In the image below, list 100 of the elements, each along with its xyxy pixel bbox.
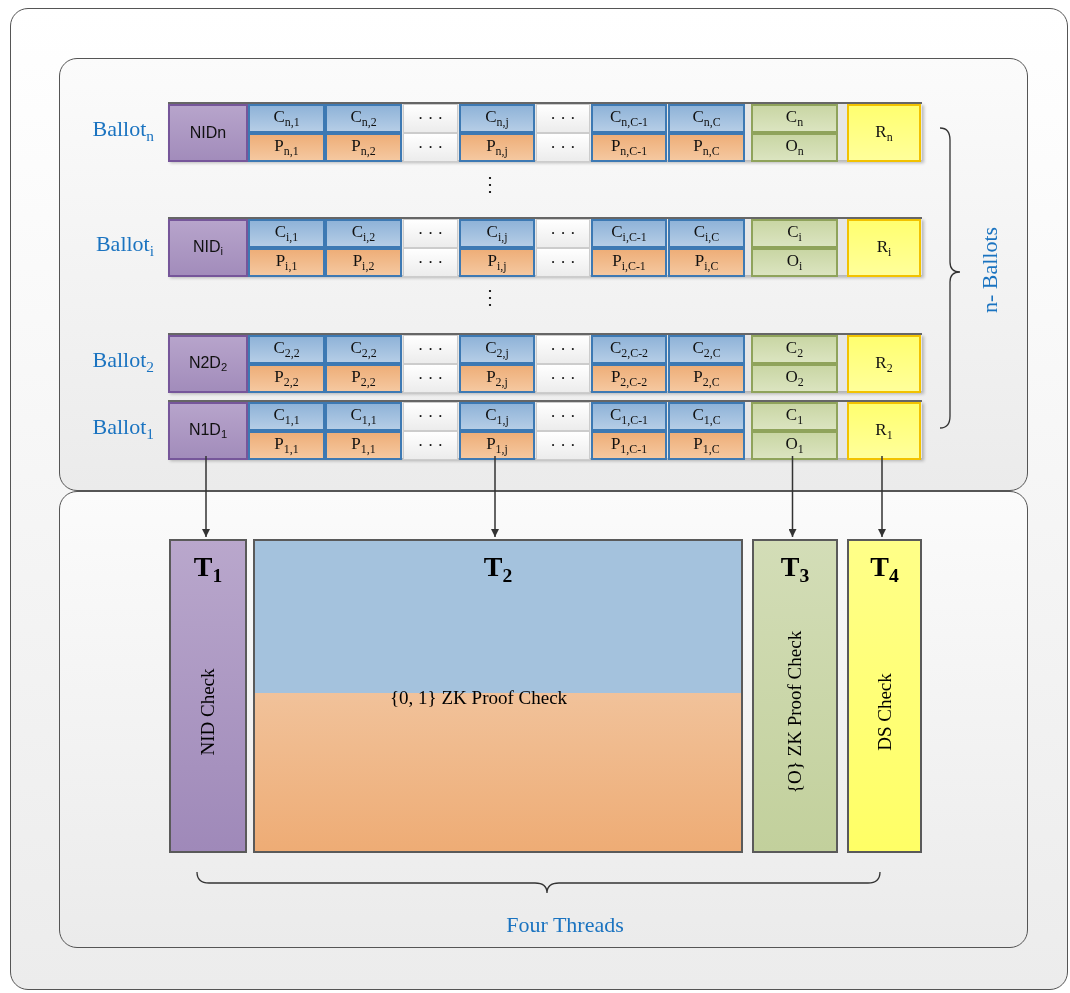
cell-label: P$_{1,C-1}$ <box>610 435 648 456</box>
ellipsis-cell <box>536 335 590 364</box>
ellipsis-cell <box>403 402 458 431</box>
proof-cell <box>591 248 667 277</box>
sum-cell <box>751 364 838 393</box>
proof-cell <box>248 431 325 460</box>
proof-cell <box>459 133 535 162</box>
proof-cell <box>591 133 667 162</box>
cell-label: · · · <box>417 110 444 127</box>
proof-cell <box>248 133 325 162</box>
proof-cell <box>325 248 402 277</box>
cell-label: C$_{n,2}$ <box>350 108 377 129</box>
cell-label: P$_{2,j}$ <box>486 368 508 389</box>
proof-cell <box>459 364 535 393</box>
cell-label: P$_{2,C}$ <box>693 368 720 389</box>
ellipsis-cell <box>536 402 590 431</box>
ballot-label: Ballot$_{1}$ <box>92 414 154 443</box>
panel-background <box>59 58 1028 491</box>
proof-cell <box>591 431 667 460</box>
thread-heading: T$_{3}$ <box>780 551 810 587</box>
signature-cell <box>847 219 921 277</box>
cell-label: C$_{n,C}$ <box>692 108 721 129</box>
cell-label: P$_{i,1}$ <box>275 252 298 273</box>
cell-label: C$_{1,j}$ <box>485 406 509 427</box>
cell-label: C$_{2,2}$ <box>350 339 377 360</box>
proof-cell <box>668 133 745 162</box>
ciphertext-cell <box>248 219 325 248</box>
proof-cell <box>668 364 745 393</box>
cell-label: · · · <box>417 254 444 271</box>
ellipsis-cell <box>403 431 458 460</box>
cell-label: C$_{1,1}$ <box>350 406 377 427</box>
cell-label: · · · <box>417 370 444 387</box>
group-label: Four Threads <box>506 912 624 938</box>
cell-label: P$_{i,2}$ <box>352 252 375 273</box>
cell-label: · · · <box>550 225 576 242</box>
ellipsis-cell <box>403 248 458 277</box>
cell-label: C$_{i,C}$ <box>693 223 720 244</box>
cell-label: · · · <box>550 110 576 127</box>
ciphertext-cell <box>459 104 535 133</box>
cell-label: · · · <box>550 139 576 156</box>
cell-label: · · · <box>417 408 444 425</box>
thread-description: NID Check <box>197 667 219 756</box>
signature-cell <box>847 335 921 393</box>
arrow <box>788 455 797 538</box>
cell-label: · · · <box>550 408 576 425</box>
ciphertext-cell <box>459 335 535 364</box>
ellipsis-cell <box>403 364 458 393</box>
cell-label: C$_{2,C-2}$ <box>609 339 649 360</box>
proof-cell <box>248 364 325 393</box>
thread-heading: T$_{4}$ <box>870 551 899 587</box>
cell-label: P$_{2,2}$ <box>274 368 299 389</box>
thread-description: {0, 1} ZK Proof Check <box>390 687 568 709</box>
cell-label: · · · <box>550 370 576 387</box>
cell-label: C$_{2,C}$ <box>692 339 721 360</box>
cell-label: · · · <box>550 437 576 454</box>
cell-label: P$_{n,2}$ <box>351 137 376 158</box>
ciphertext-cell <box>591 402 667 431</box>
cell-label: C$_{n}$ <box>785 108 804 129</box>
ellipsis-cell <box>403 219 458 248</box>
ciphertext-cell <box>591 104 667 133</box>
cell-label: R$_{n}$ <box>875 122 893 144</box>
thread-box <box>847 539 922 853</box>
proof-cell <box>591 364 667 393</box>
cell-label: R$_{1}$ <box>875 420 893 442</box>
cell-label: N1D$_{1}$ <box>188 421 228 441</box>
cell-label: P$_{1,1}$ <box>274 435 299 456</box>
proof-cell <box>325 364 402 393</box>
ellipsis-cell <box>403 104 458 133</box>
ballot-label: Ballot$_{n}$ <box>92 116 154 145</box>
cell-label: P$_{1,1}$ <box>351 435 376 456</box>
cell-label: · · · <box>417 225 444 242</box>
proof-cell <box>668 431 745 460</box>
sum-cell <box>751 104 838 133</box>
arrow <box>202 455 210 538</box>
cell-label: R$_{2}$ <box>875 353 893 375</box>
ciphertext-cell <box>668 335 745 364</box>
ciphertext-cell <box>668 402 745 431</box>
thread-description: {O} ZK Proof Check <box>784 630 806 793</box>
ellipsis-cell <box>403 335 458 364</box>
sum-cell <box>751 133 838 162</box>
cell-label: · · · <box>550 341 576 358</box>
nid-cell <box>168 104 248 162</box>
cell-label: C$_{1,C}$ <box>692 406 721 427</box>
vertical-ellipsis: ⋮ <box>480 172 500 196</box>
ellipsis-cell <box>536 104 590 133</box>
cell-label: C$_{1}$ <box>785 406 804 427</box>
cell-label: · · · <box>417 341 444 358</box>
cell-label: P$_{n,C-1}$ <box>610 137 648 158</box>
ellipsis-cell <box>536 431 590 460</box>
ballot-label: Ballot$_{2}$ <box>92 347 154 376</box>
cell-label: · · · <box>417 139 444 156</box>
cell-label: P$_{1,j}$ <box>486 435 508 456</box>
panel-background <box>59 491 1028 948</box>
signature-cell <box>847 104 921 162</box>
arrow <box>878 455 886 538</box>
proof-cell <box>668 248 745 277</box>
cell-label: C$_{2,j}$ <box>485 339 509 360</box>
cell-label: C$_{2}$ <box>785 339 804 360</box>
ciphertext-cell <box>248 335 325 364</box>
ciphertext-cell <box>325 402 402 431</box>
